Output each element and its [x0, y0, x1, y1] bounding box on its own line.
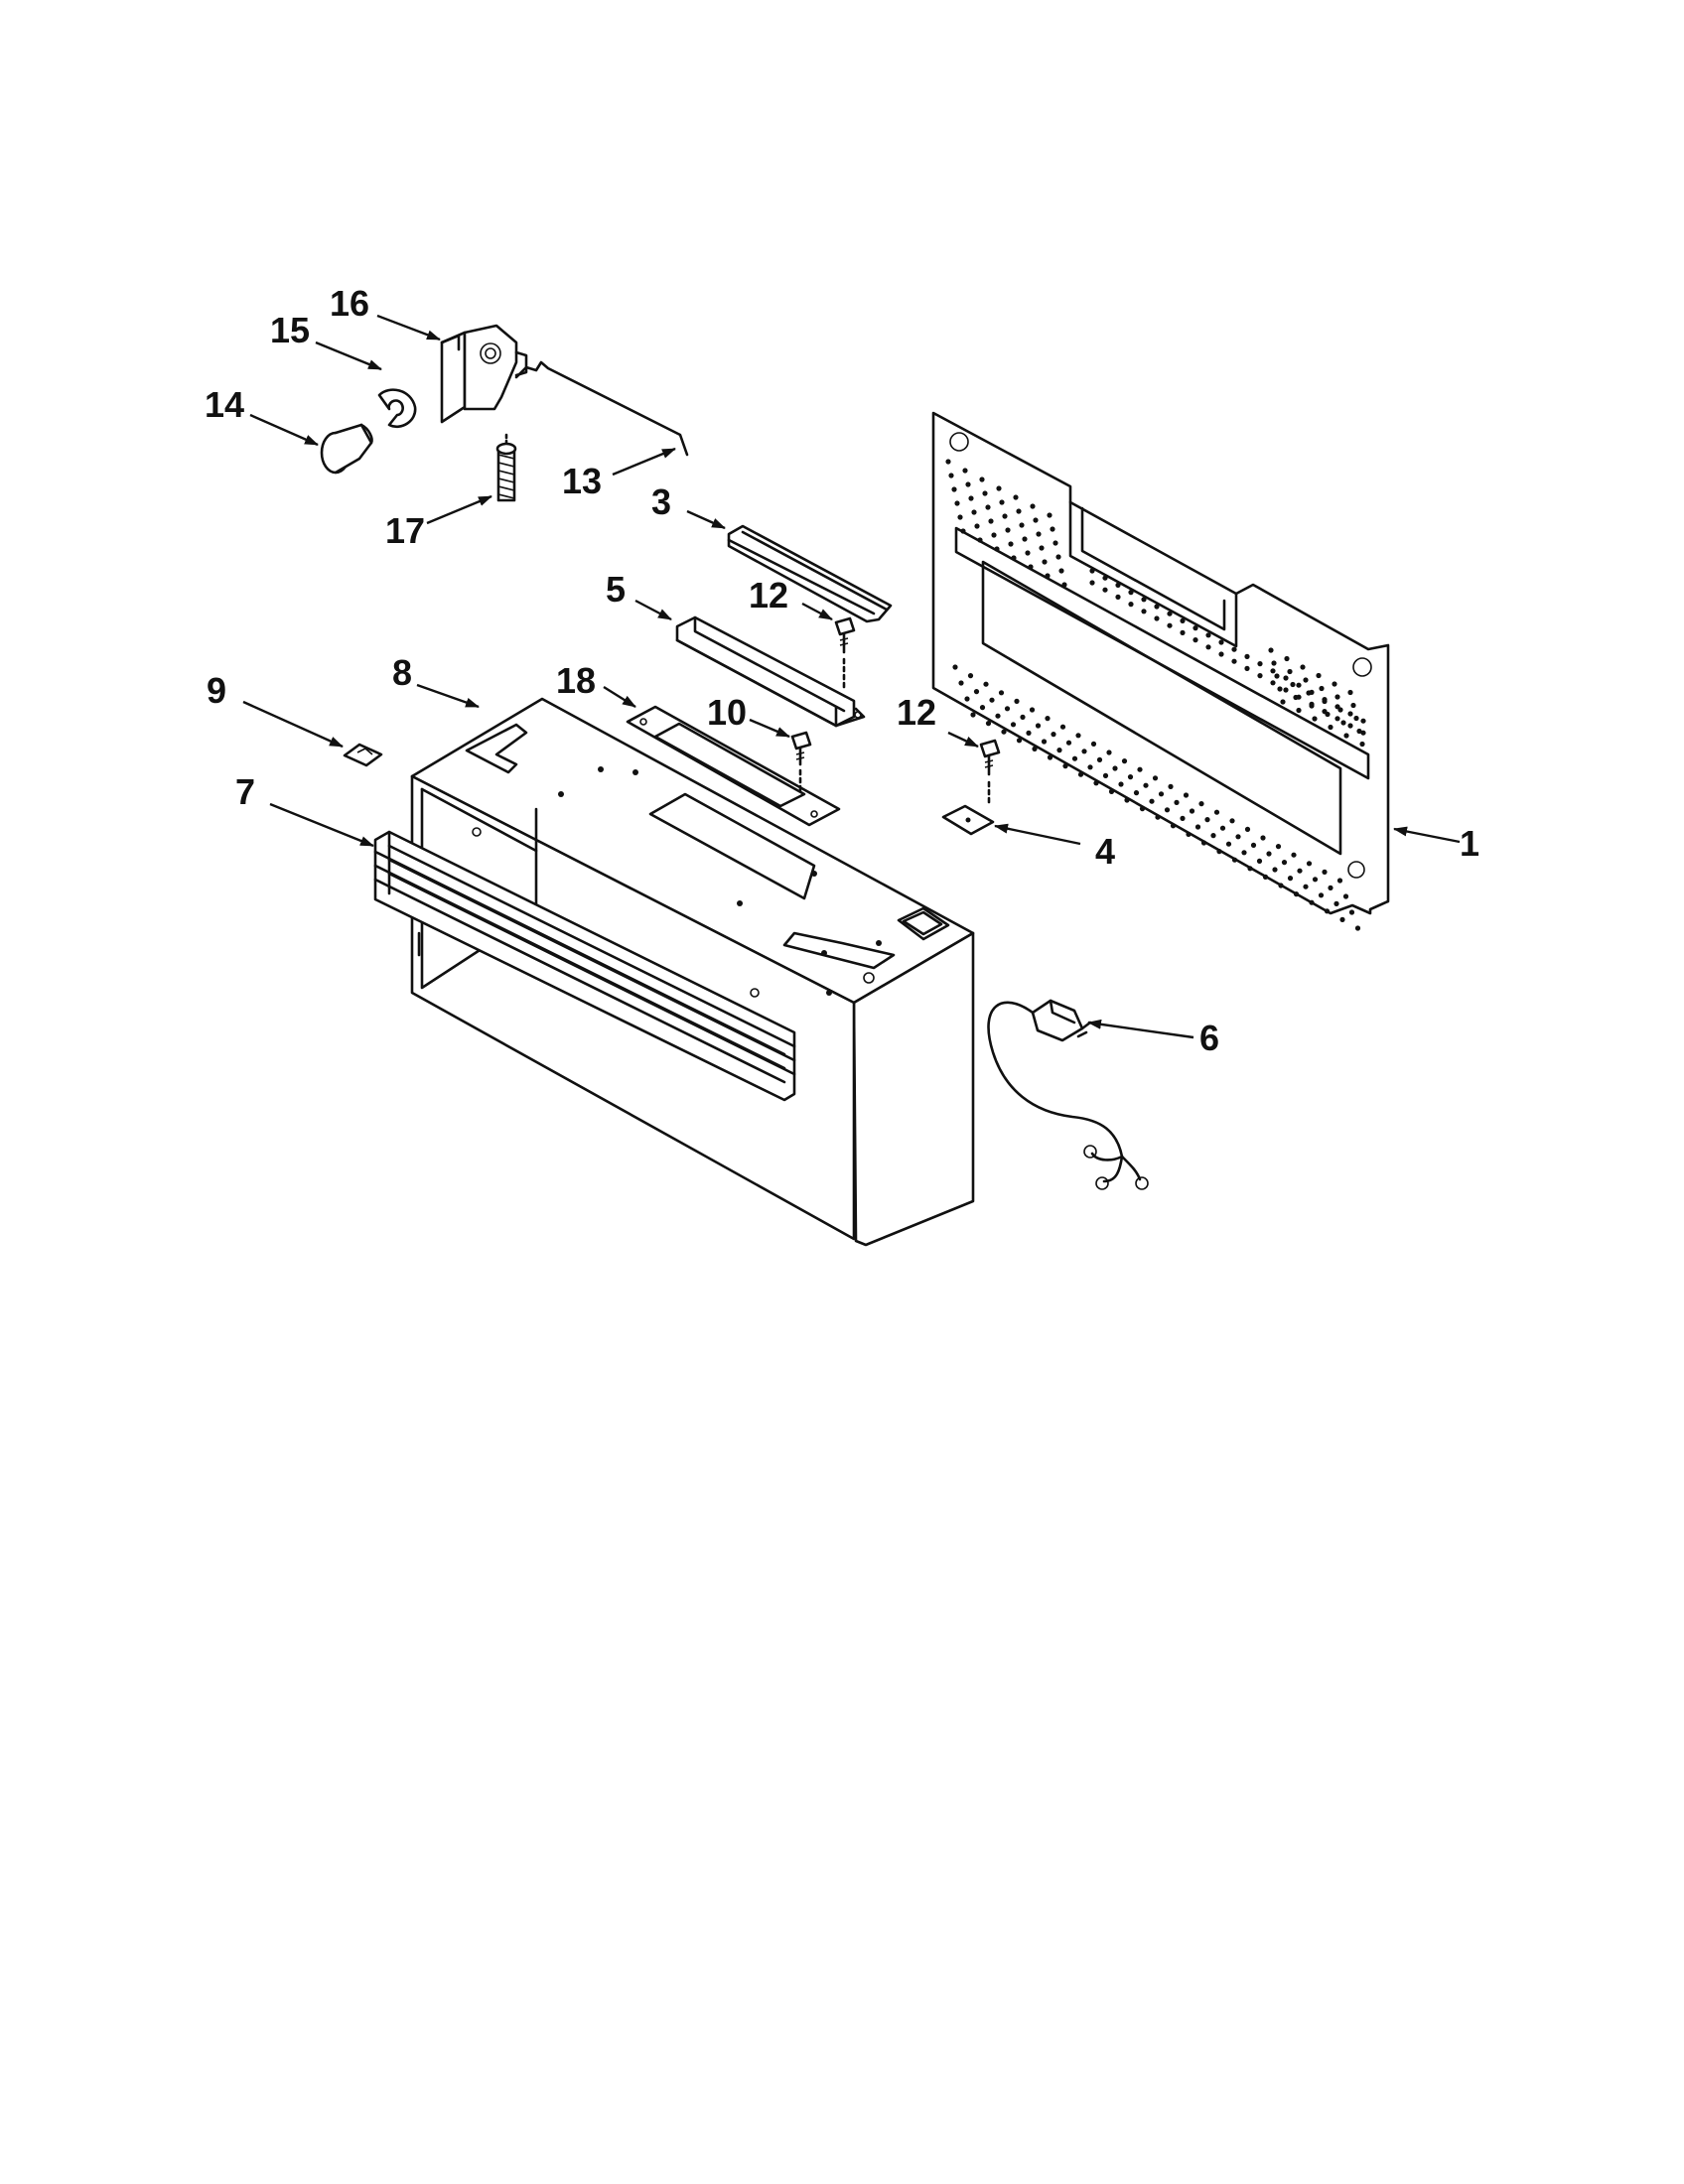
callout-9: 9 [207, 670, 226, 711]
callout-8: 7 [235, 771, 255, 812]
callout-13: 13 [562, 461, 602, 501]
part-18-top-plate[interactable] [626, 705, 841, 827]
callout-1: 1 [1460, 823, 1479, 864]
callout-5: 5 [606, 569, 626, 610]
part-9-clip[interactable] [343, 743, 383, 767]
part-12-screw-b[interactable] [979, 739, 1001, 808]
callout-15: 15 [270, 310, 310, 350]
callout-7: 8 [392, 652, 412, 693]
part-1-mounting-plate[interactable] [931, 411, 1390, 931]
leader-lines [242, 314, 1461, 1039]
callout-4: 4 [1095, 831, 1115, 872]
callout-12b: 12 [897, 692, 936, 733]
part-6-power-cord[interactable] [987, 999, 1149, 1190]
part-5-channel[interactable] [675, 615, 866, 728]
part-15-e-clip[interactable] [377, 388, 417, 428]
part-16-hinge-bracket[interactable] [440, 324, 528, 424]
part-3-bracket[interactable] [727, 524, 893, 623]
callout-labels: 16 15 14 17 13 3 5 12 18 10 12 9 8 7 4 1… [205, 283, 1479, 1058]
part-17-spring[interactable] [495, 433, 517, 502]
callout-6: 6 [1199, 1018, 1219, 1058]
part-13-wire-rod[interactable] [514, 360, 689, 457]
callout-12a: 12 [749, 575, 788, 615]
part-12-screw-a[interactable] [834, 616, 856, 689]
callout-14: 14 [205, 384, 244, 425]
callout-16: 16 [330, 283, 369, 324]
part-8-grille[interactable] [373, 830, 796, 1102]
callout-10: 10 [707, 692, 747, 733]
callout-18: 18 [556, 660, 596, 701]
callout-3: 3 [651, 481, 671, 522]
part-14-knob[interactable] [320, 423, 373, 475]
part-4-plate[interactable] [941, 804, 995, 836]
part-7-cabinet[interactable] [410, 697, 975, 1247]
callout-17: 17 [385, 510, 425, 551]
part-10-screw[interactable] [790, 731, 812, 796]
